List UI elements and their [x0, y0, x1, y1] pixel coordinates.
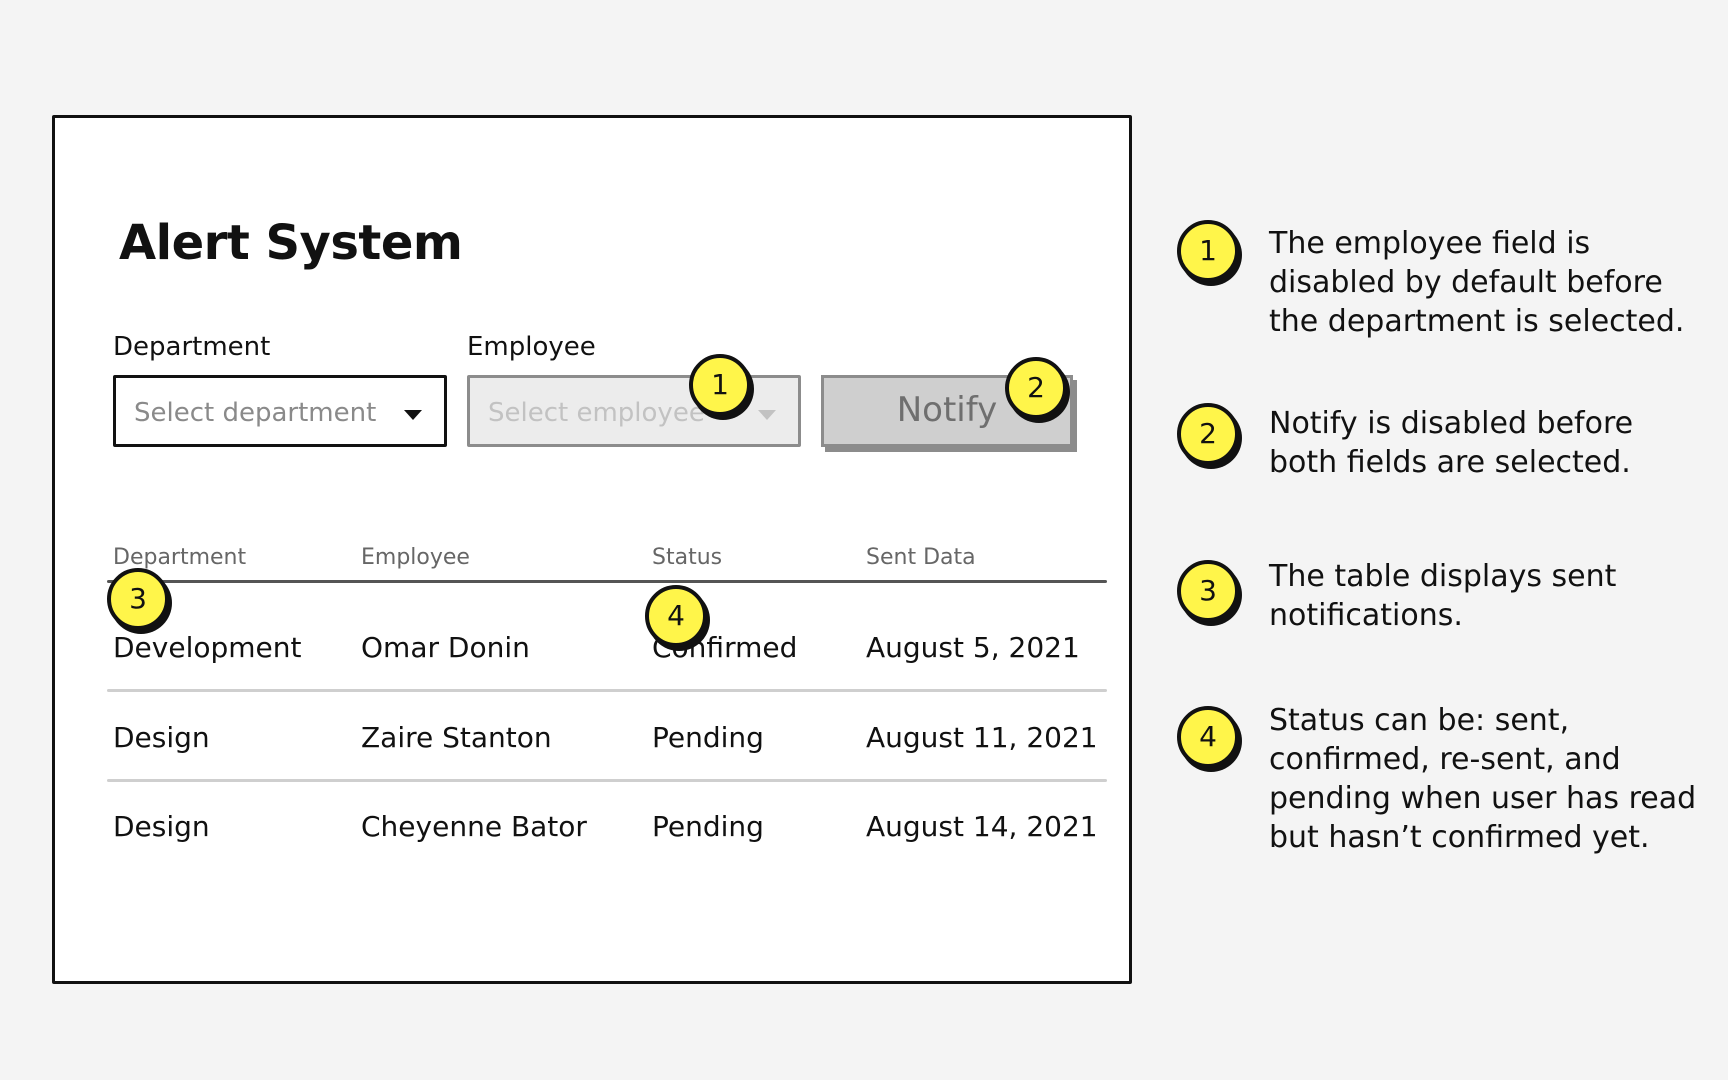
employee-label: Employee [467, 332, 596, 362]
chevron-down-icon [404, 410, 422, 420]
department-select[interactable]: Select department [113, 375, 447, 447]
note-marker-1: 1 [1177, 220, 1239, 282]
column-header-status: Status [652, 545, 723, 570]
row-department: Design [113, 810, 210, 843]
department-label: Department [113, 332, 271, 362]
department-placeholder: Select department [134, 398, 377, 428]
annotation-marker-2: 2 [1005, 357, 1067, 419]
annotation-marker-3: 3 [107, 568, 169, 630]
row-employee: Zaire Stanton [361, 721, 552, 754]
row-divider [107, 689, 1107, 692]
row-divider [107, 779, 1107, 782]
row-status: Pending [652, 721, 764, 754]
page-title: Alert System [119, 215, 463, 271]
wireframe-frame: Alert System Department Select departmen… [52, 115, 1132, 984]
note-marker-3: 3 [1177, 560, 1239, 622]
note-marker-2: 2 [1177, 403, 1239, 465]
note-text-4: Status can be: sent, confirmed, re-sent,… [1269, 703, 1697, 855]
row-sent-date: August 11, 2021 [866, 721, 1098, 754]
row-sent-date: August 5, 2021 [866, 631, 1080, 664]
table-header-divider [107, 580, 1107, 583]
row-status: Pending [652, 810, 764, 843]
column-header-department: Department [113, 545, 247, 570]
employee-placeholder: Select employee [488, 398, 705, 428]
note-text-1: The employee field is disabled by defaul… [1269, 226, 1685, 339]
chevron-down-icon [758, 410, 776, 420]
column-header-sent-data: Sent Data [866, 545, 976, 570]
note-text-3: The table displays sent notifications. [1269, 559, 1617, 633]
row-employee: Cheyenne Bator [361, 810, 587, 843]
column-header-employee: Employee [361, 545, 470, 570]
row-department: Design [113, 721, 210, 754]
annotation-marker-4: 4 [645, 585, 707, 647]
note-marker-4: 4 [1177, 706, 1239, 768]
row-sent-date: August 14, 2021 [866, 810, 1098, 843]
note-text-2: Notify is disabled before both fields ar… [1269, 406, 1634, 480]
row-employee: Omar Donin [361, 631, 530, 664]
annotation-marker-1: 1 [689, 354, 751, 416]
row-department: Development [113, 631, 302, 664]
